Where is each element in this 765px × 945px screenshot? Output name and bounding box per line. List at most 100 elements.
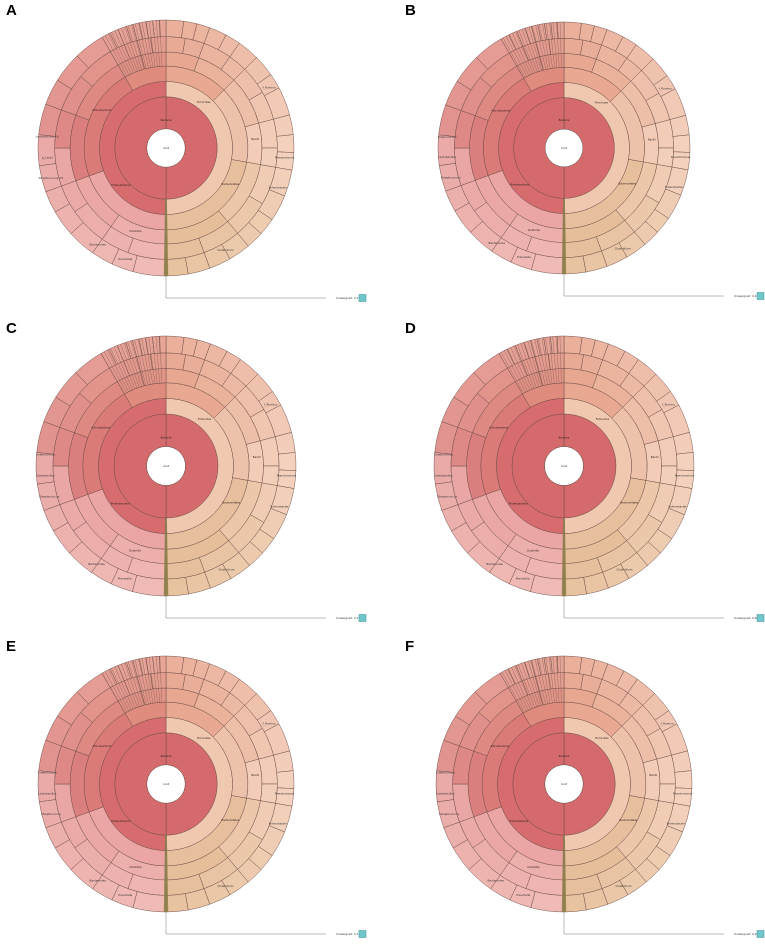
krona-ring-label: Proteobacteria (509, 501, 528, 505)
krona-segment (563, 577, 587, 597)
krona-sliver-line (159, 656, 163, 703)
krona-taxon-label: Pseudomonas (275, 791, 295, 795)
krona-taxon-label: Lactobacillus (434, 474, 453, 478)
panel-label-c: C (6, 320, 17, 337)
krona-sliver-line (531, 340, 544, 386)
krona-taxon-label: Lactobacillus (436, 791, 455, 795)
krona-sliver-line (531, 660, 544, 705)
krona-taxon-label: Prevotella (118, 577, 132, 581)
krona-taxon-label: Clostridium (616, 884, 632, 888)
krona-ring-label: Actinobacteria (490, 744, 509, 748)
krona-taxon-label: Bacteroides (89, 243, 106, 247)
krona-segment (556, 335, 565, 354)
krona-sliver-line (114, 30, 134, 74)
panel-label-d: D (405, 320, 416, 337)
krona-taxon-label: Lactobacillus (438, 155, 457, 159)
krona-sliver-line (152, 656, 158, 703)
krona-ring-label: Bacilli (251, 773, 259, 777)
krona-sliver-line (145, 337, 153, 384)
krona-segment (563, 672, 584, 690)
krona-unassigned-leader (563, 198, 724, 297)
krona-taxon-label: Streptococcus (437, 494, 457, 498)
krona-taxon-label: Bacteroides (89, 879, 106, 883)
krona-sliver-line (545, 337, 553, 384)
krona-center-label: root (163, 464, 170, 468)
krona-sliver-line (515, 31, 534, 74)
krona-segment (165, 335, 185, 355)
krona-sliver-line (121, 663, 138, 708)
krona-taxon-label: Pseudomonas (675, 474, 695, 478)
krona-segment (641, 123, 659, 165)
krona-ring-label: Firmicutes (197, 100, 211, 104)
krona-center-label: root (561, 464, 568, 468)
krona-sliver-line (101, 673, 126, 714)
krona-sliver-line (548, 336, 555, 384)
krona-segment (165, 19, 185, 38)
krona-segment (548, 352, 565, 370)
krona-sliver-line (552, 656, 558, 703)
krona-sliver-line (535, 25, 547, 70)
krona-sliver-line (508, 668, 529, 711)
krona-ring-label: Bacilli (251, 137, 259, 141)
krona-taxon-label: Enterobacter (269, 186, 288, 190)
krona-center-hole (146, 764, 186, 804)
krona-ring-label: Firmicutes (595, 101, 609, 105)
krona-taxon-label: Enterobacter (271, 504, 290, 508)
krona-sliver-line (138, 22, 149, 69)
krona-taxon-label: Bacteroides (486, 562, 503, 566)
krona-sliver-line (507, 348, 528, 392)
krona-segment (37, 134, 56, 167)
krona-ring-label: Clostridia (528, 228, 541, 232)
krona-center-label: root (163, 146, 170, 150)
krona-taxon-label: f_Rumino (659, 86, 672, 90)
krona-segment (437, 134, 456, 166)
krona-domain-label: Bacteria (161, 118, 172, 122)
krona-ring-label: Actinobacteria (92, 744, 111, 748)
krona-sliver-line (556, 656, 560, 703)
krona-sliver-line (524, 662, 540, 707)
krona-unassigned-leader (165, 199, 326, 299)
krona-sliver-line (127, 341, 142, 387)
panel-label-b: B (405, 2, 416, 19)
krona-taxon-label: f_Rumino (263, 85, 276, 89)
krona-sliver-line (511, 667, 531, 710)
krona-sliver-line (108, 33, 130, 75)
krona-sliver-line (108, 669, 130, 711)
krona-segment (563, 655, 583, 674)
krona-sliver-line (141, 338, 151, 385)
krona-sliver-line (100, 353, 125, 395)
krona-segment (548, 672, 565, 690)
krona-sliver-line (156, 656, 160, 703)
krona-unassigned-label: Unassigned: 0.03% (734, 932, 761, 936)
krona-taxon-label: Prevotella (516, 893, 530, 897)
krona-segment (165, 36, 186, 54)
krona-segment (433, 452, 453, 485)
krona-taxon-label: f_Rumino (661, 721, 674, 725)
krona-sliver-line (134, 339, 147, 386)
krona-segment (244, 758, 263, 801)
krona-sliver-line (541, 337, 551, 385)
krona-taxon-label: Streptococcus (441, 175, 461, 179)
krona-domain-label: Bacteria (161, 754, 172, 758)
krona-center-hole (544, 128, 584, 168)
krona-taxon-label: Enterobacter (269, 822, 288, 826)
krona-sliver-line (145, 657, 154, 704)
krona-ring-label: Clostridia (129, 549, 142, 553)
krona-sliver-line (113, 346, 133, 390)
krona-sliver-line (104, 351, 127, 393)
krona-ring-label: Clostridia (527, 865, 540, 869)
krona-segment (548, 38, 565, 55)
krona-sliver-line (542, 23, 551, 69)
krona-sliver-line (509, 34, 530, 76)
krona-ring-label: Actinobacteria (491, 108, 510, 112)
krona-ring-label: Bacteroidetes (222, 501, 241, 505)
krona-segment (563, 335, 583, 355)
krona-sliver-line (138, 658, 149, 705)
krona-center-hole (146, 446, 186, 486)
